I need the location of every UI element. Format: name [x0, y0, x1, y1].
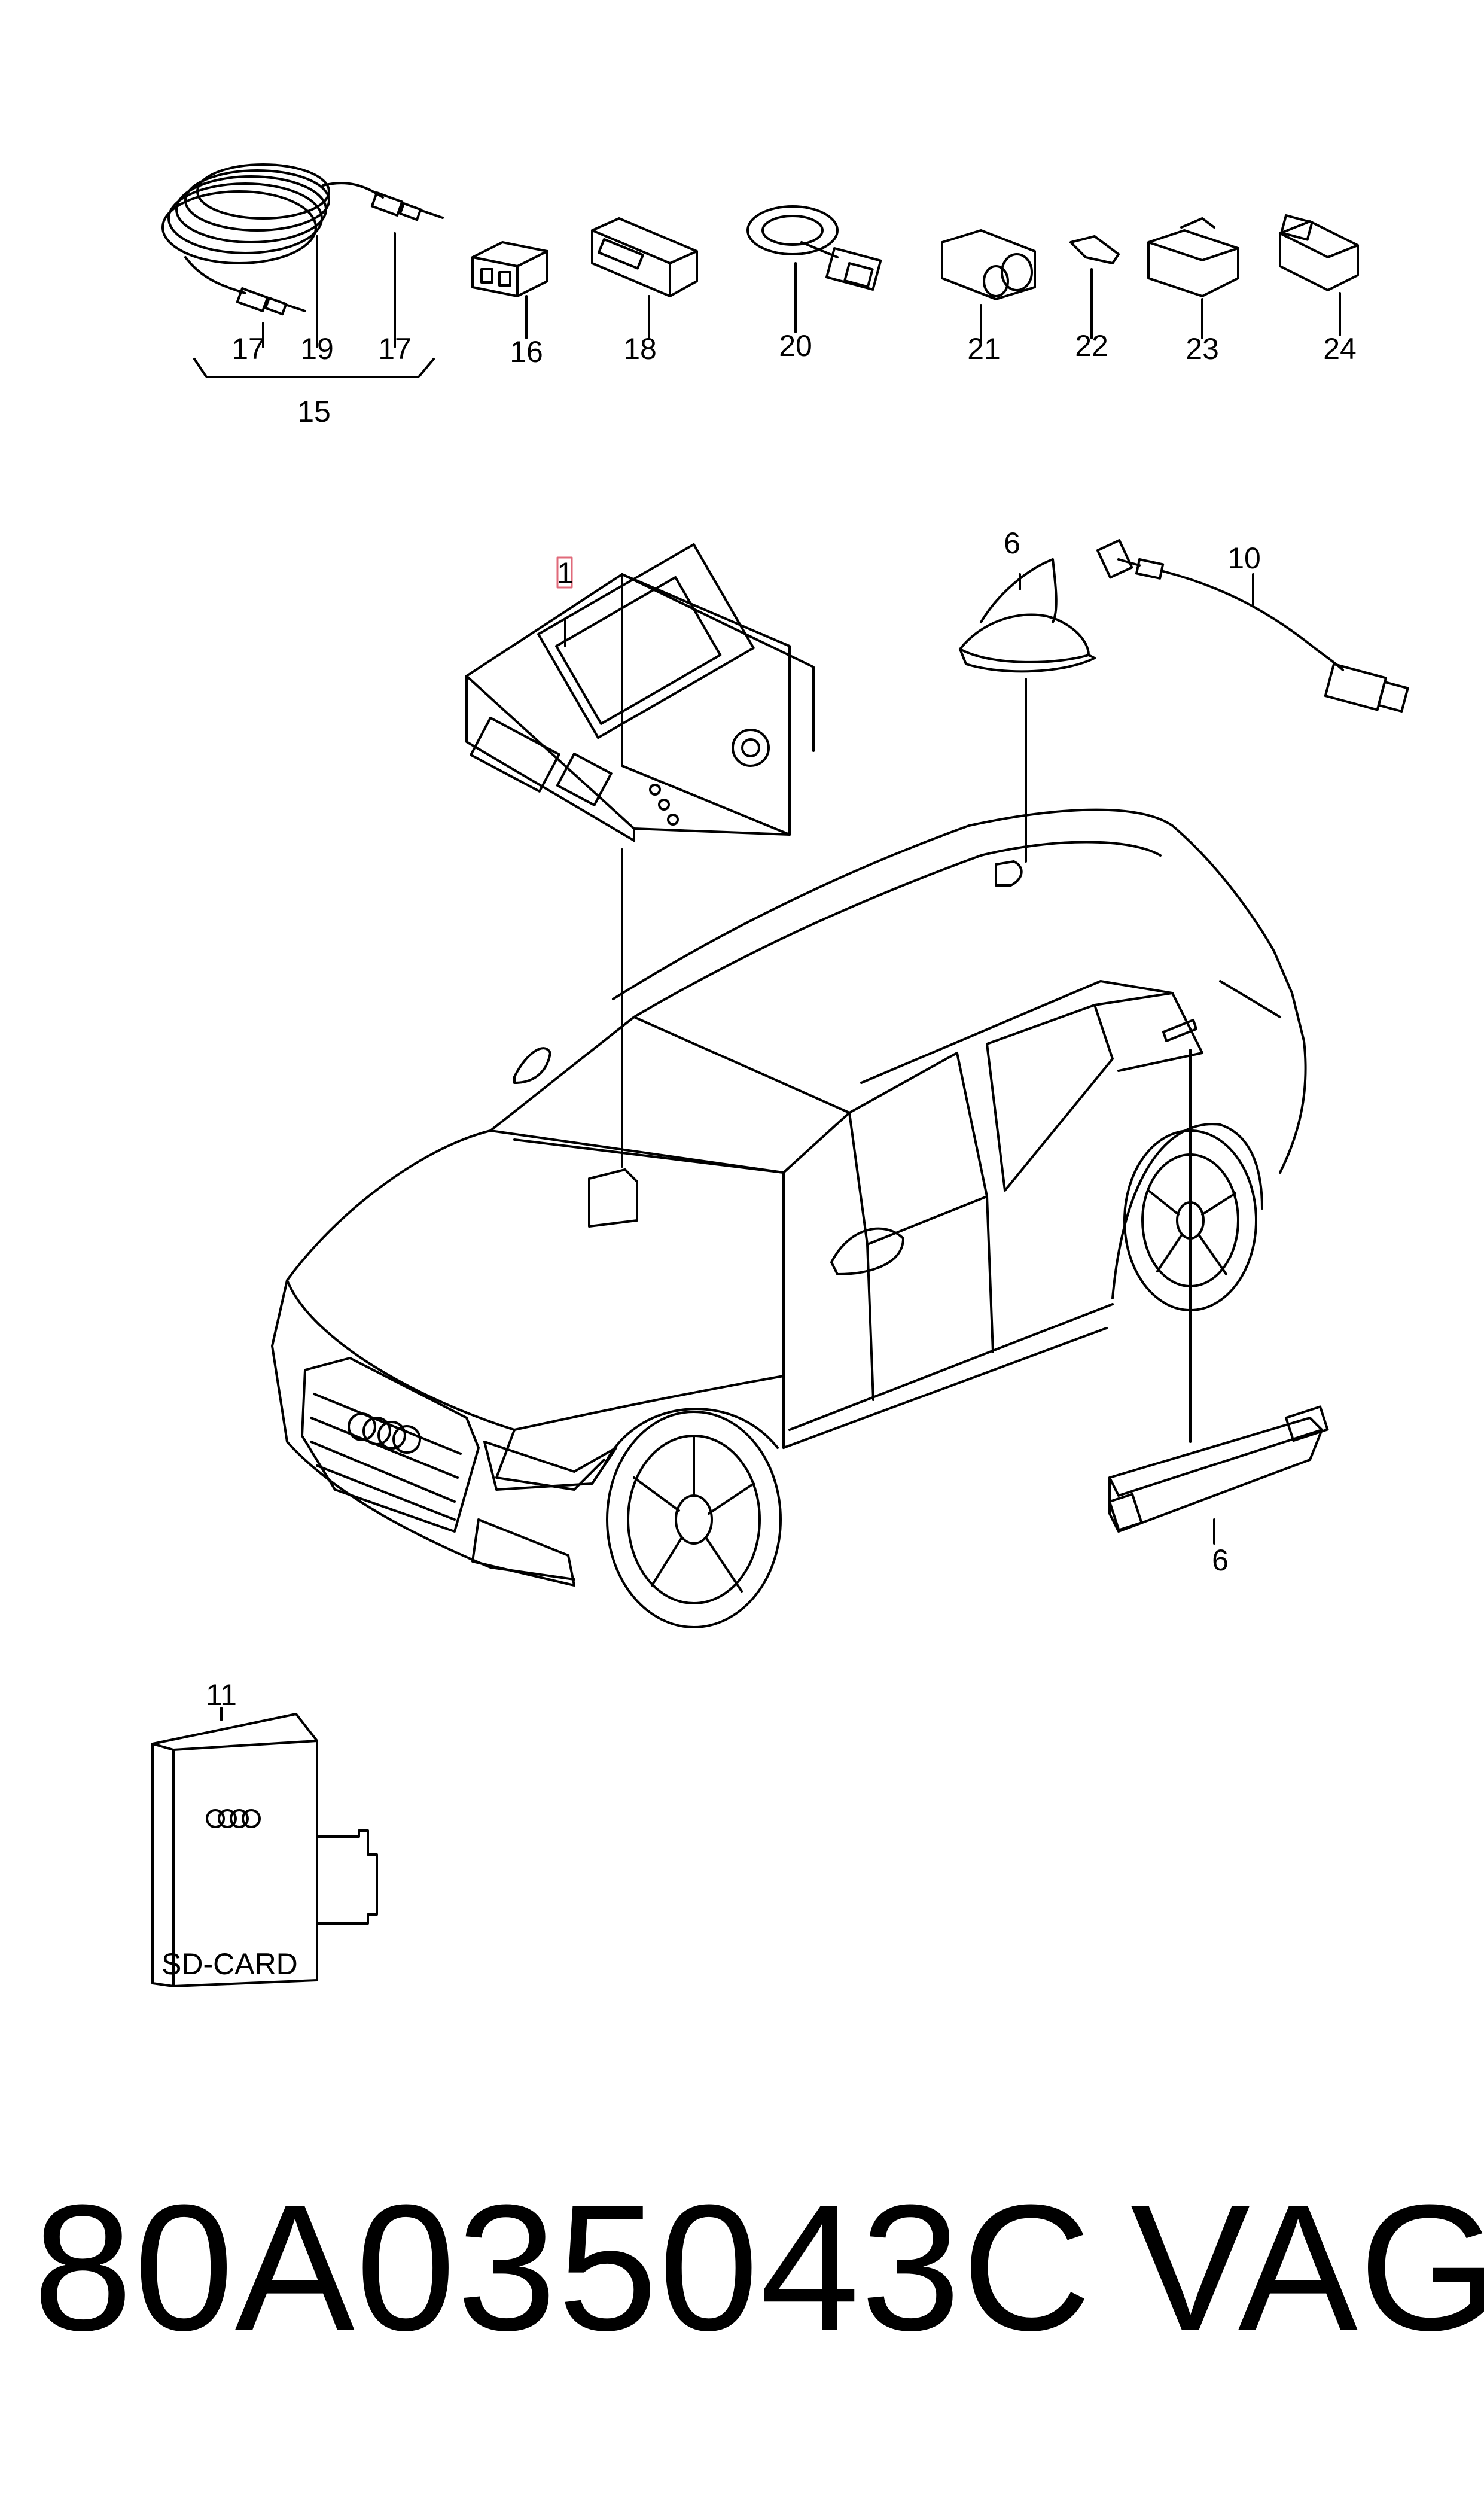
callout-19: 19: [300, 332, 334, 366]
window-strip-mount: [1162, 1019, 1197, 1042]
navigation-unit: [465, 543, 815, 842]
callout-16: 16: [510, 335, 543, 369]
plug-22: [1069, 235, 1120, 339]
roof-antenna-mount: [995, 860, 1023, 887]
grommet-connector-20: [746, 205, 882, 333]
connector-24: [1279, 214, 1359, 336]
antenna-strip: [1108, 1405, 1329, 1533]
callout-17-left: 17: [231, 332, 265, 366]
sd-card-label: SD-CARD: [161, 1947, 298, 1981]
connector-16: [471, 241, 548, 339]
callout-17-right: 17: [378, 332, 412, 366]
brand-name: VAG: [1130, 2167, 1484, 2368]
windshield-module: [588, 1168, 638, 1228]
callout-11: 11: [206, 1678, 237, 1712]
antenna-cable: [1096, 539, 1409, 713]
car-outline: [271, 808, 1307, 1628]
callout-15: 15: [297, 395, 331, 428]
callout-10: 10: [1227, 541, 1261, 575]
callout-23: 23: [1186, 332, 1219, 366]
callout-24: 24: [1323, 332, 1357, 366]
callout-18: 18: [623, 332, 657, 366]
callout-6-strip: 6: [1212, 1543, 1229, 1577]
callout-6-antenna: 6: [1004, 526, 1020, 560]
callout-21: 21: [967, 332, 1001, 366]
callout-20: 20: [779, 329, 812, 363]
cover-23: [1147, 217, 1239, 339]
part-number: 80A035043C: [33, 2167, 1093, 2368]
coiled-cable-assembly: [161, 163, 444, 316]
component-21: [941, 229, 1036, 342]
sd-card-booklet: [151, 1713, 378, 1987]
shark-fin-antenna: [959, 558, 1096, 673]
callout-1: 1: [557, 556, 574, 590]
highlight-box: [556, 556, 573, 589]
callout-22: 22: [1075, 329, 1108, 363]
module-18: [591, 217, 698, 339]
